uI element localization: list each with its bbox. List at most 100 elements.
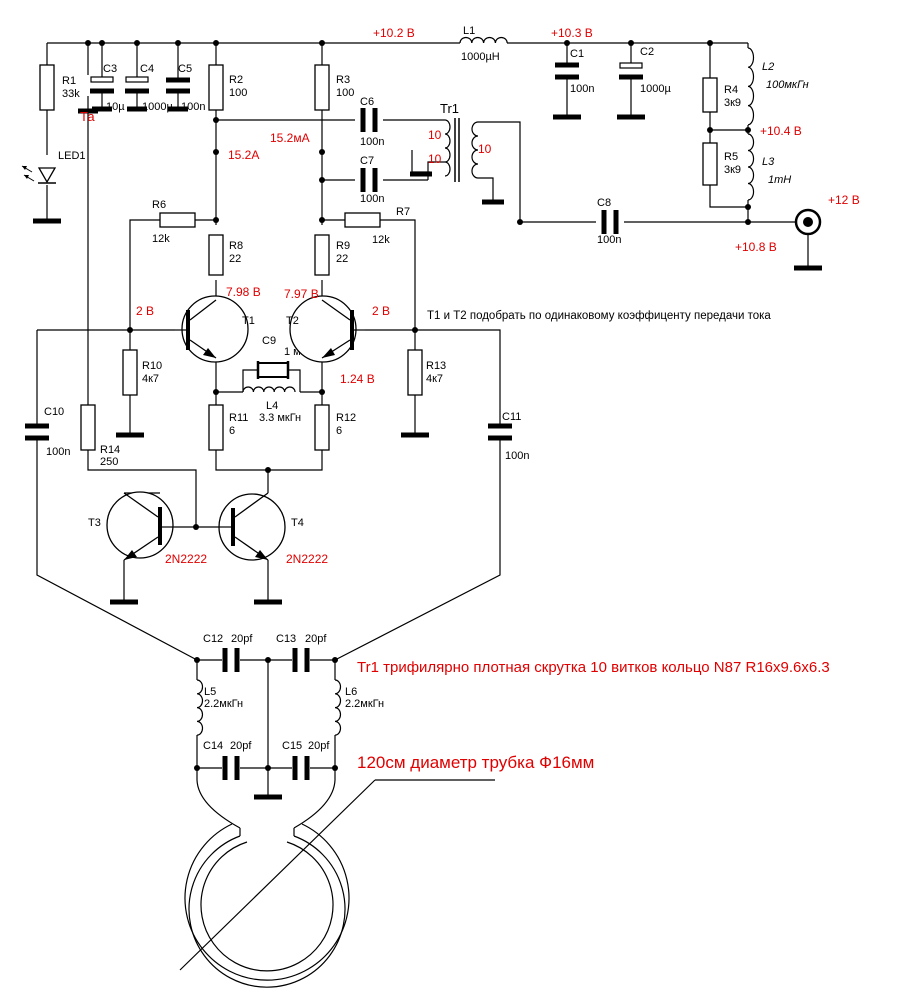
- svg-text:C13: C13: [276, 633, 296, 645]
- svg-text:1mH: 1mH: [768, 174, 791, 186]
- svg-text:L1: L1: [463, 25, 475, 37]
- svg-text:7.97 В: 7.97 В: [284, 287, 319, 301]
- svg-text:L5: L5: [204, 686, 216, 698]
- svg-text:R12: R12: [336, 412, 356, 424]
- capacitor-C15: C15 20pf: [282, 740, 330, 780]
- svg-text:+10.3 В: +10.3 В: [551, 26, 593, 40]
- svg-text:Та: Та: [80, 109, 95, 124]
- svg-text:R2: R2: [229, 74, 243, 86]
- transistor-T1: T1: [175, 295, 255, 363]
- svg-text:R5: R5: [724, 151, 738, 163]
- svg-text:2 В: 2 В: [136, 304, 154, 318]
- svg-text:C11: C11: [502, 411, 521, 423]
- svg-text:C5: C5: [178, 63, 192, 75]
- svg-text:R10: R10: [142, 360, 162, 372]
- svg-text:R1: R1: [62, 75, 76, 87]
- svg-text:R3: R3: [336, 74, 350, 86]
- capacitor-C3: C3 10µ: [90, 63, 125, 113]
- svg-text:12k: 12k: [372, 234, 390, 246]
- svg-text:C6: C6: [360, 96, 374, 108]
- inductor-L4: L4 3.3 мкГн: [242, 386, 301, 424]
- svg-text:L3: L3: [762, 156, 775, 168]
- svg-text:33k: 33k: [62, 88, 80, 100]
- led-LED1: LED1: [21, 150, 86, 184]
- svg-text:100n: 100n: [181, 101, 205, 113]
- capacitor-C1: C1 100n: [555, 48, 594, 95]
- svg-text:R7: R7: [396, 206, 410, 218]
- svg-text:2N2222: 2N2222: [286, 552, 328, 566]
- capacitor-C10: C10 100n: [25, 406, 70, 458]
- svg-text:2.2мкГн: 2.2мкГн: [345, 698, 384, 710]
- svg-text:3к9: 3к9: [724, 97, 741, 109]
- svg-text:C15: C15: [282, 740, 302, 752]
- svg-text:100n: 100n: [360, 193, 384, 205]
- resistor-R6: R6 12k: [152, 199, 196, 245]
- svg-text:1000µH: 1000µH: [461, 51, 500, 63]
- svg-text:LED1: LED1: [58, 150, 86, 162]
- loop-antenna: [179, 779, 495, 988]
- svg-text:7.98 В: 7.98 В: [226, 285, 261, 299]
- svg-text:T2: T2: [286, 315, 299, 327]
- resistor-R14: R14 250: [80, 404, 120, 468]
- svg-text:10µ: 10µ: [106, 101, 125, 113]
- transistor-T2: T2: [286, 295, 365, 363]
- svg-text:100: 100: [229, 87, 247, 99]
- note-loop: 120см диаметр трубка Ф16мм: [357, 753, 594, 772]
- resistor-R1: R1 33k: [39, 64, 80, 111]
- inductor-L3: L3 1mH: [747, 133, 791, 201]
- svg-text:250: 250: [100, 456, 118, 468]
- svg-text:C14: C14: [203, 740, 223, 752]
- ground-symbols: [33, 106, 822, 800]
- capacitor-C13: C13 20pf: [276, 633, 327, 672]
- svg-text:100: 100: [336, 87, 354, 99]
- svg-text:20pf: 20pf: [231, 633, 253, 645]
- resistor-R10: R10 4к7: [122, 349, 162, 396]
- note-matching: T1 и T2 подобрать по одинаковому коэффиц…: [427, 310, 771, 322]
- svg-text:15.2мА: 15.2мА: [270, 131, 310, 145]
- svg-text:T3: T3: [88, 517, 101, 529]
- transformer-Tr1: Tr1 10 10 10: [428, 101, 492, 182]
- inductor-L2: L2 100мкГн: [747, 47, 809, 126]
- capacitor-C12: C12 20pf: [203, 633, 253, 672]
- svg-text:C7: C7: [360, 155, 374, 167]
- coax-connector: [794, 208, 822, 236]
- resistor-R7: R7 12k: [344, 206, 410, 246]
- svg-text:4к7: 4к7: [142, 373, 159, 385]
- capacitor-C4: C4 1000µ: [125, 63, 173, 113]
- svg-text:1.24 В: 1.24 В: [340, 372, 375, 386]
- capacitor-C7: C7 100n: [360, 155, 384, 205]
- svg-text:2N2222: 2N2222: [165, 552, 207, 566]
- svg-text:1000µ: 1000µ: [640, 83, 671, 95]
- svg-text:C10: C10: [44, 406, 64, 418]
- resistor-R4: R4 3к9: [702, 77, 741, 113]
- svg-text:2.2мкГн: 2.2мкГн: [204, 698, 243, 710]
- svg-text:C2: C2: [640, 46, 654, 58]
- resistor-R3: R3 100: [314, 64, 354, 111]
- svg-text:T1: T1: [242, 315, 255, 327]
- inductor-L1: L1 1000µH: [459, 25, 508, 63]
- capacitor-C6: C6 100n: [360, 96, 384, 148]
- svg-text:R9: R9: [336, 240, 350, 252]
- svg-text:100n: 100n: [570, 83, 594, 95]
- svg-text:22: 22: [229, 253, 241, 265]
- svg-text:4к7: 4к7: [426, 373, 443, 385]
- svg-text:R14: R14: [100, 444, 120, 456]
- junction-dots: [85, 40, 751, 771]
- svg-text:C9: C9: [262, 335, 276, 347]
- svg-text:R6: R6: [152, 199, 166, 211]
- svg-text:20pf: 20pf: [230, 740, 252, 752]
- capacitor-C2: C2 1000µ: [619, 46, 671, 95]
- svg-text:20pf: 20pf: [308, 740, 330, 752]
- inductor-L5: L5 2.2мкГн: [196, 679, 243, 736]
- svg-text:R4: R4: [724, 84, 738, 96]
- svg-text:C3: C3: [103, 63, 117, 75]
- svg-text:+10.4 В: +10.4 В: [760, 124, 802, 138]
- svg-text:10: 10: [428, 128, 442, 142]
- svg-text:3к9: 3к9: [724, 164, 741, 176]
- svg-text:100n: 100n: [360, 136, 384, 148]
- svg-text:R11: R11: [229, 412, 248, 424]
- capacitor-C14: C14 20pf: [203, 740, 252, 780]
- capacitor-C11: C11 100n: [488, 411, 529, 462]
- capacitor-C5: C5 100n: [166, 63, 205, 113]
- svg-text:10: 10: [428, 152, 442, 166]
